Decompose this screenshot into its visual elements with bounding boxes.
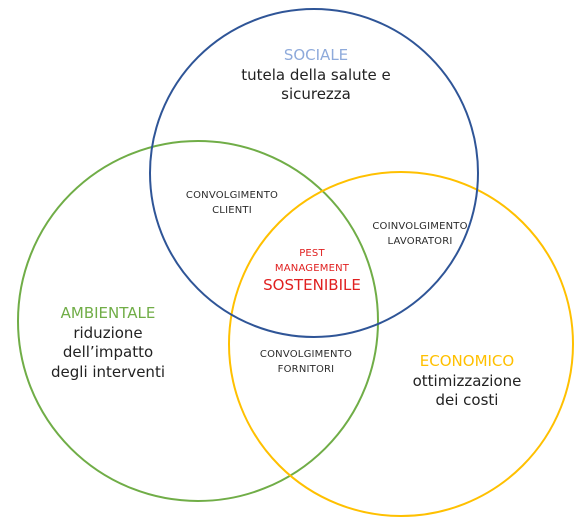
sociale-ambientale-line1: CONVOLGIMENTO <box>185 190 279 201</box>
circle-sociale <box>149 8 479 338</box>
circle-economico <box>228 171 574 517</box>
ambientale-desc-line3: degli interventi <box>51 362 165 381</box>
ambientale-economico-line2: FORNITORI <box>277 363 335 375</box>
sociale-economico-line1: COINVOLGIMENTO <box>372 221 468 232</box>
label-ambientale: AMBIENTALE riduzione dell’impatto degli … <box>51 304 165 382</box>
ambientale-desc-line2: dell’impatto <box>62 343 154 361</box>
sociale-desc-line2: sicurezza <box>281 85 351 103</box>
center-line2: MANAGEMENT <box>274 262 350 274</box>
sociale-heading: SOCIALE <box>283 46 349 64</box>
label-sociale: SOCIALE tutela della salute e sicurezza <box>241 46 390 105</box>
economico-desc-line1: ottimizzazione <box>412 371 522 390</box>
ambientale-heading: AMBIENTALE <box>60 304 156 322</box>
sociale-desc-line1: tutela della salute e <box>241 65 391 84</box>
ambientale-desc-line1: riduzione <box>73 323 143 342</box>
label-center: PEST MANAGEMENT SOSTENIBILE <box>263 247 361 295</box>
label-sociale-economico: COINVOLGIMENTO LAVORATORI <box>372 220 467 249</box>
economico-desc-line2: dei costi <box>435 391 499 409</box>
economico-heading: ECONOMICO <box>419 352 515 370</box>
label-economico: ECONOMICO ottimizzazione dei costi <box>413 352 522 411</box>
ambientale-economico-line1: CONVOLGIMENTO <box>259 349 353 360</box>
label-sociale-ambientale: CONVOLGIMENTO CLIENTI <box>186 189 278 218</box>
circle-ambientale <box>17 140 379 502</box>
sociale-economico-line2: LAVORATORI <box>387 235 453 247</box>
label-ambientale-economico: CONVOLGIMENTO FORNITORI <box>260 348 352 377</box>
center-line1: PEST <box>299 248 325 259</box>
sociale-ambientale-line2: CLIENTI <box>212 204 252 216</box>
center-line3: SOSTENIBILE <box>263 276 361 294</box>
